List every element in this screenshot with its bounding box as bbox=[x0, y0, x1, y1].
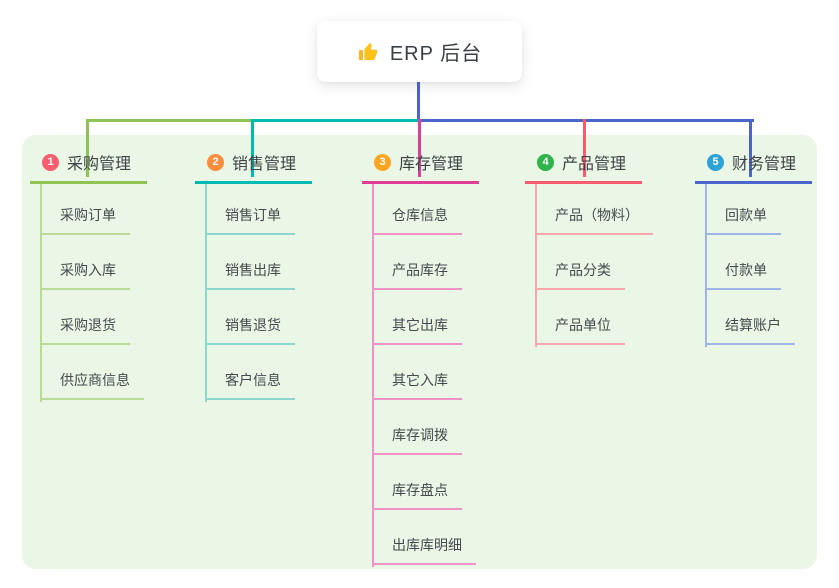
connector-drop-5 bbox=[749, 119, 752, 177]
child-node-label: 产品（物料） bbox=[555, 207, 639, 223]
branch-column-4: 4 产品管理产品（物料） 产品分类产品单位 bbox=[525, 150, 653, 347]
branch-spine-line bbox=[705, 184, 707, 347]
child-node-label: 仓库信息 bbox=[392, 207, 448, 223]
branch-number-badge: 1 bbox=[42, 153, 59, 171]
child-node-label: 其它入库 bbox=[392, 372, 448, 388]
child-node[interactable]: 采购入库 bbox=[40, 235, 130, 290]
root-title: ERP 后台 bbox=[389, 43, 483, 65]
connector-drop-3 bbox=[418, 119, 421, 177]
child-node[interactable]: 结算账户 bbox=[705, 290, 795, 345]
branch-column-3: 3 库存管理仓库信息产品库存其它出库其它入库库存调拨库存盘点出库库明细 bbox=[362, 150, 479, 567]
child-node-label: 回款单 bbox=[725, 207, 767, 223]
branch-header-2[interactable]: 2 销售管理 bbox=[195, 150, 312, 184]
branch-title: 财务管理 bbox=[732, 156, 797, 173]
branch-title: 库存管理 bbox=[399, 156, 464, 173]
branch-header-1[interactable]: 1 采购管理 bbox=[30, 150, 147, 184]
branch-title: 采购管理 bbox=[67, 156, 132, 173]
branch-column-2: 2 销售管理销售订单销售出库销售退货客户信息 bbox=[195, 150, 312, 402]
child-node-label: 销售退货 bbox=[225, 317, 281, 333]
child-node-label: 产品库存 bbox=[392, 262, 448, 278]
branch-column-1: 1 采购管理采购订单采购入库采购退货供应商信息 bbox=[30, 150, 147, 402]
child-node-label: 库存调拨 bbox=[392, 427, 448, 443]
connector-drop-2 bbox=[251, 119, 254, 177]
branch-title: 销售管理 bbox=[232, 156, 297, 173]
connector-drop-4 bbox=[583, 119, 586, 177]
branch-number-badge: 5 bbox=[707, 153, 724, 171]
thumbs-up-icon bbox=[357, 40, 380, 63]
child-node[interactable]: 出库库明细 bbox=[372, 510, 476, 565]
child-node[interactable]: 客户信息 bbox=[205, 345, 295, 400]
child-node[interactable]: 采购退货 bbox=[40, 290, 130, 345]
branch-children: 采购订单采购入库采购退货供应商信息 bbox=[30, 184, 147, 402]
child-node[interactable]: 仓库信息 bbox=[372, 184, 462, 235]
branch-children: 仓库信息产品库存其它出库其它入库库存调拨库存盘点出库库明细 bbox=[362, 184, 479, 567]
branch-children: 销售订单销售出库销售退货客户信息 bbox=[195, 184, 312, 402]
child-node[interactable]: 其它出库 bbox=[372, 290, 462, 345]
child-node[interactable]: 产品分类 bbox=[535, 235, 625, 290]
child-node-label: 产品分类 bbox=[555, 262, 611, 278]
branch-children: 产品（物料） 产品分类产品单位 bbox=[525, 184, 653, 347]
child-node-label: 其它出库 bbox=[392, 317, 448, 333]
child-node-label: 采购退货 bbox=[60, 317, 116, 333]
child-node-label: 库存盘点 bbox=[392, 482, 448, 498]
connector-root-drop bbox=[417, 82, 420, 122]
child-node[interactable]: 其它入库 bbox=[372, 345, 462, 400]
child-node-label: 付款单 bbox=[725, 262, 767, 278]
branch-header-4[interactable]: 4 产品管理 bbox=[525, 150, 642, 184]
child-node[interactable]: 销售订单 bbox=[205, 184, 295, 235]
child-node[interactable]: 回款单 bbox=[705, 184, 781, 235]
branch-number-badge: 3 bbox=[374, 153, 391, 171]
branch-spine-line bbox=[372, 184, 374, 567]
branch-column-5: 5 财务管理回款单付款单结算账户 bbox=[695, 150, 812, 347]
branch-spine-line bbox=[535, 184, 537, 347]
child-node[interactable]: 产品库存 bbox=[372, 235, 462, 290]
branches-panel bbox=[22, 135, 817, 569]
branch-children: 回款单付款单结算账户 bbox=[695, 184, 812, 347]
branch-number-badge: 4 bbox=[537, 153, 554, 171]
branch-spine-line bbox=[40, 184, 42, 402]
child-node[interactable]: 供应商信息 bbox=[40, 345, 144, 400]
child-node-label: 出库库明细 bbox=[392, 537, 462, 553]
child-node[interactable]: 库存盘点 bbox=[372, 455, 462, 510]
root-node[interactable]: ERP 后台 bbox=[317, 21, 522, 82]
child-node-label: 结算账户 bbox=[725, 317, 781, 333]
child-node[interactable]: 销售出库 bbox=[205, 235, 295, 290]
connector-bus-right bbox=[420, 119, 754, 122]
child-node-label: 供应商信息 bbox=[60, 372, 130, 388]
child-node-label: 客户信息 bbox=[225, 372, 281, 388]
connector-bus-left bbox=[86, 119, 253, 122]
child-node-label: 采购入库 bbox=[60, 262, 116, 278]
child-node-label: 采购订单 bbox=[60, 207, 116, 223]
connector-drop-1 bbox=[86, 119, 89, 177]
branch-number-badge: 2 bbox=[207, 153, 224, 171]
child-node[interactable]: 产品（物料） bbox=[535, 184, 653, 235]
branch-spine-line bbox=[205, 184, 207, 402]
child-node-label: 销售订单 bbox=[225, 207, 281, 223]
child-node[interactable]: 销售退货 bbox=[205, 290, 295, 345]
branch-header-3[interactable]: 3 库存管理 bbox=[362, 150, 479, 184]
child-node[interactable]: 库存调拨 bbox=[372, 400, 462, 455]
child-node[interactable]: 产品单位 bbox=[535, 290, 625, 345]
child-node[interactable]: 采购订单 bbox=[40, 184, 130, 235]
branch-title: 产品管理 bbox=[562, 156, 627, 173]
child-node-label: 销售出库 bbox=[225, 262, 281, 278]
connector-bus-mid bbox=[253, 119, 420, 122]
branch-header-5[interactable]: 5 财务管理 bbox=[695, 150, 812, 184]
child-node-label: 产品单位 bbox=[555, 317, 611, 333]
child-node[interactable]: 付款单 bbox=[705, 235, 781, 290]
